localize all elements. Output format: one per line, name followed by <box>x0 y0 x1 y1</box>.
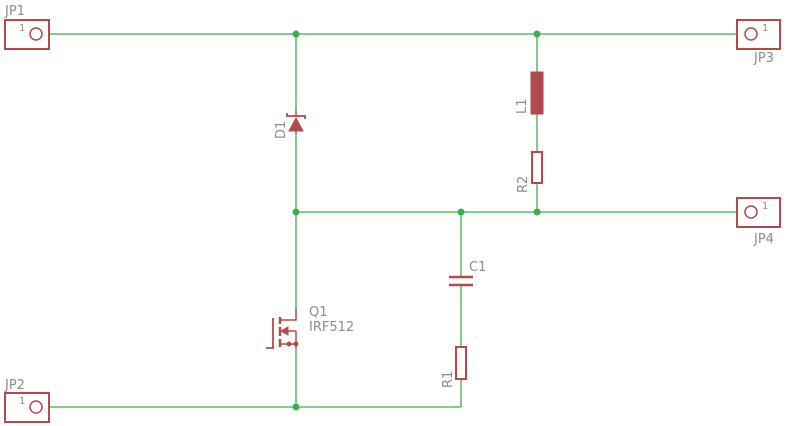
connector-pin-icon <box>29 27 43 41</box>
connector-pin-icon <box>29 400 43 414</box>
junction-dot <box>292 403 300 411</box>
junction-dot <box>292 30 300 38</box>
connector-jp1: 1 JP1 <box>4 4 50 50</box>
capacitor-c1: C1 <box>449 260 486 287</box>
connector-label: JP3 <box>753 51 774 66</box>
connector-pin-label: 1 <box>762 23 768 34</box>
connector-jp2: 1 JP2 <box>4 378 50 423</box>
connector-body <box>736 197 781 228</box>
connector-body <box>4 19 50 50</box>
resistor-r2: R2 <box>516 151 543 193</box>
mosfet-drain-lead <box>280 308 297 321</box>
resistor-body-icon <box>531 151 543 184</box>
diode-d1: D1 <box>274 110 306 139</box>
junction-dot <box>533 30 541 38</box>
diode-triangle-icon <box>288 116 304 132</box>
connector-body <box>4 392 50 423</box>
wires <box>50 33 737 408</box>
resistor-label: R1 <box>441 371 456 388</box>
diode-label: D1 <box>274 121 289 139</box>
mosfet-value: IRF512 <box>309 320 354 335</box>
connector-pin-icon <box>744 27 758 41</box>
mosfet-label: Q1 <box>309 305 328 320</box>
connector-pin-label: 1 <box>19 396 25 407</box>
connector-body <box>736 19 781 50</box>
junction-dot <box>533 208 541 216</box>
junctions <box>292 30 541 411</box>
resistor-label: R2 <box>516 176 531 193</box>
capacitor-label: C1 <box>469 260 486 275</box>
resistor-body-icon <box>455 346 467 380</box>
junction-dot <box>457 208 465 216</box>
resistor-r1: R1 <box>441 346 467 388</box>
connector-label: JP4 <box>753 232 774 247</box>
mosfet-node-dot <box>293 341 299 347</box>
connector-pin-label: 1 <box>19 23 25 34</box>
connector-jp4: 1 JP4 <box>736 197 781 247</box>
junction-dot <box>292 208 300 216</box>
mosfet-gate-icon <box>266 318 274 349</box>
inductor-label: L1 <box>515 98 530 114</box>
mosfet-q1: Q1 IRF512 <box>266 305 354 349</box>
connector-label: JP1 <box>4 4 25 19</box>
connector-jp3: 1 JP3 <box>736 19 781 66</box>
mosfet-arrow-icon <box>279 326 289 336</box>
connector-label: JP2 <box>4 378 25 393</box>
inductor-l1: L1 <box>515 71 544 115</box>
inductor-body-icon <box>530 71 544 115</box>
connector-pin-label: 1 <box>762 201 768 212</box>
mosfet-node-dot <box>286 341 292 347</box>
connector-pin-icon <box>744 205 758 219</box>
